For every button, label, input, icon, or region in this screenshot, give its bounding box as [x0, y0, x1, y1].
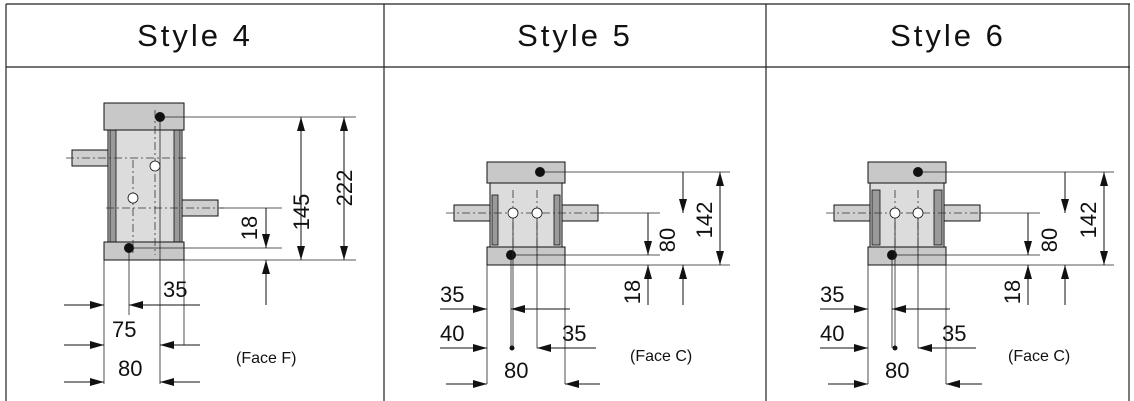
style-5-dim-35-right: 35 [562, 321, 586, 346]
header-style-5: Style 5 [517, 18, 633, 53]
style-6-dim-80-vertical: 80 [1037, 228, 1062, 252]
style-4-face-label: (Face F) [236, 350, 296, 367]
style-5-dim-142: 142 [692, 202, 717, 239]
style-6-dim-35-right: 35 [942, 321, 966, 346]
style-4-dim-80: 80 [118, 356, 142, 381]
style-6-drawing [820, 161, 1114, 388]
style-5-dim-18: 18 [620, 280, 645, 304]
style-4-dim-18: 18 [237, 216, 262, 240]
style-6-dim-18: 18 [1000, 280, 1025, 304]
style-4-dim-35: 35 [163, 277, 187, 302]
style-4-dim-75: 75 [112, 317, 136, 342]
style-6-dim-40: 40 [820, 321, 844, 346]
style-6-dim-35-left: 35 [820, 282, 844, 307]
style-4-dim-222: 222 [332, 170, 357, 207]
header-style-4: Style 4 [137, 18, 253, 53]
style-4-drawing [64, 102, 356, 386]
style-5-dim-40: 40 [440, 321, 464, 346]
header-style-6: Style 6 [890, 18, 1006, 53]
style-5-face-label: (Face C) [630, 348, 692, 365]
style-6-dim-80-horizontal: 80 [885, 358, 909, 383]
style-5-dim-80-vertical: 80 [655, 228, 680, 252]
style-5-dim-35-left: 35 [440, 282, 464, 307]
style-5-drawing [440, 161, 730, 388]
style-6-dim-142: 142 [1076, 202, 1101, 239]
style-5-dim-80-horizontal: 80 [504, 358, 528, 383]
style-4-dim-145: 145 [289, 194, 314, 231]
style-6-face-label: (Face C) [1008, 348, 1070, 365]
table-grid [5, 3, 1130, 401]
